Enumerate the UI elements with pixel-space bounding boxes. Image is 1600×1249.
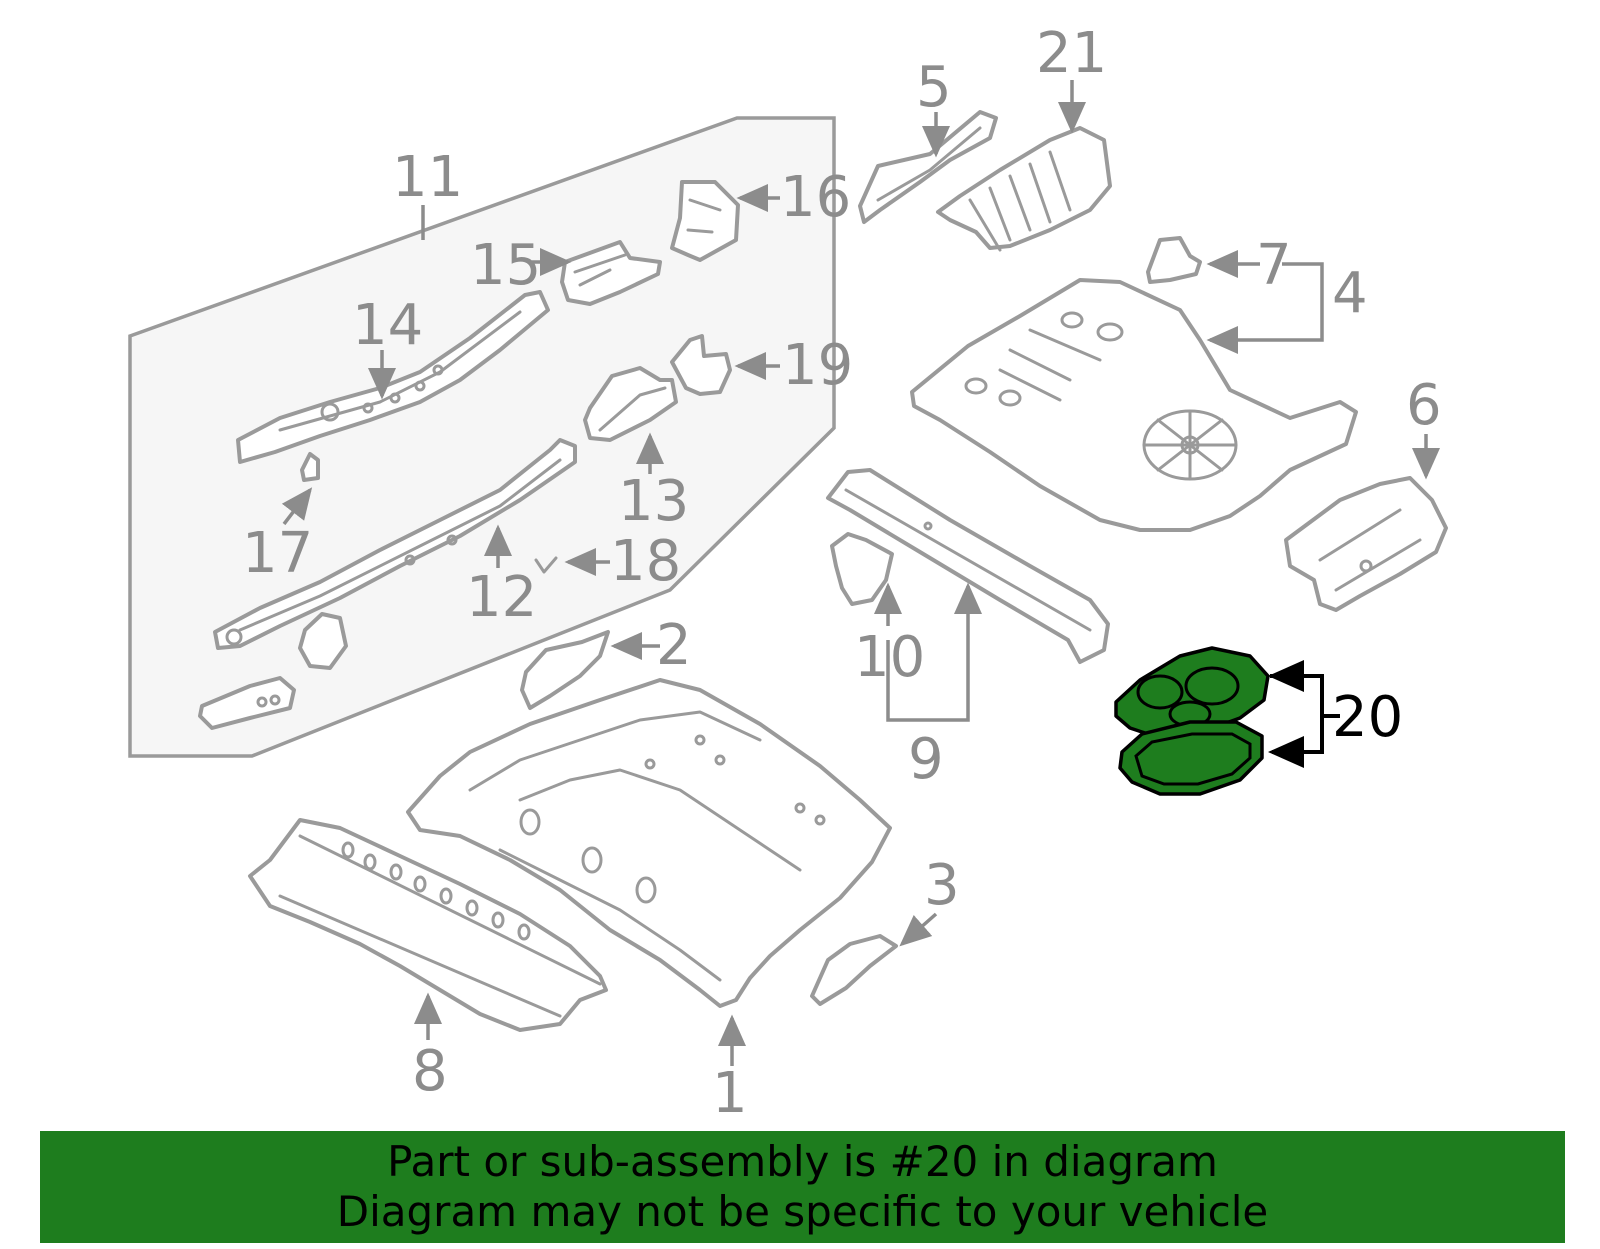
callout-13: 13 bbox=[618, 469, 689, 534]
part-5-bracket bbox=[858, 110, 998, 224]
group-11-small-bracket-a bbox=[298, 612, 348, 670]
part-10-bracket bbox=[830, 532, 894, 606]
callout-7: 7 bbox=[1256, 233, 1292, 298]
part-14-rail bbox=[236, 290, 550, 464]
callout-12: 12 bbox=[466, 565, 537, 630]
part-15-bracket bbox=[560, 240, 662, 306]
part-13-bracket bbox=[583, 366, 678, 442]
callout-18: 18 bbox=[610, 529, 681, 594]
callout-19: 19 bbox=[782, 333, 853, 398]
part-info-banner: Part or sub-assembly is #20 in diagram D… bbox=[40, 1131, 1565, 1243]
part-20-upper-cover[interactable] bbox=[1114, 646, 1270, 740]
callout-11: 11 bbox=[392, 145, 463, 210]
callout-2: 2 bbox=[656, 613, 692, 678]
callout-1: 1 bbox=[712, 1061, 748, 1126]
part-2-bracket bbox=[520, 630, 610, 710]
callout-21: 21 bbox=[1036, 21, 1107, 86]
callout-17: 17 bbox=[242, 521, 313, 586]
callout-14: 14 bbox=[352, 293, 423, 358]
callout-4: 4 bbox=[1332, 261, 1368, 326]
callout-20-bracket bbox=[1268, 674, 1324, 768]
part-20-highlighted[interactable] bbox=[1114, 646, 1270, 796]
callout-3: 3 bbox=[924, 853, 960, 918]
banner-line-1: Part or sub-assembly is #20 in diagram bbox=[387, 1137, 1218, 1186]
callout-15: 15 bbox=[470, 233, 541, 298]
part-8-side-member bbox=[248, 818, 608, 1032]
part-6-panel bbox=[1284, 476, 1448, 612]
part-19-bracket bbox=[670, 334, 732, 396]
part-20-hole-b bbox=[1184, 666, 1240, 706]
callout-20: 20 bbox=[1332, 685, 1403, 750]
group-11-small-bracket-b bbox=[198, 676, 296, 730]
banner-line-2: Diagram may not be specific to your vehi… bbox=[336, 1187, 1269, 1236]
part-7-bracket bbox=[1146, 236, 1202, 284]
part-21-cover bbox=[936, 126, 1112, 252]
part-20-hole-a bbox=[1136, 674, 1184, 710]
callout-9: 9 bbox=[908, 727, 944, 792]
part-16-bracket bbox=[670, 180, 740, 262]
part-18-clip bbox=[534, 556, 558, 574]
part-9-crossmember bbox=[826, 468, 1110, 664]
callout-5: 5 bbox=[916, 55, 952, 120]
callout-10: 10 bbox=[854, 625, 925, 690]
callout-16: 16 bbox=[780, 165, 851, 230]
part-17-clip bbox=[300, 452, 320, 482]
part-12-rail bbox=[213, 438, 577, 650]
part-3-bracket bbox=[810, 934, 898, 1006]
callout-8: 8 bbox=[412, 1039, 448, 1104]
part-4-rear-floor bbox=[910, 278, 1358, 532]
part-1-floor-pan bbox=[406, 678, 892, 1008]
callout-lines bbox=[281, 80, 1440, 1066]
part-20-gasket-inner bbox=[1134, 732, 1252, 786]
callout-6: 6 bbox=[1406, 373, 1442, 438]
